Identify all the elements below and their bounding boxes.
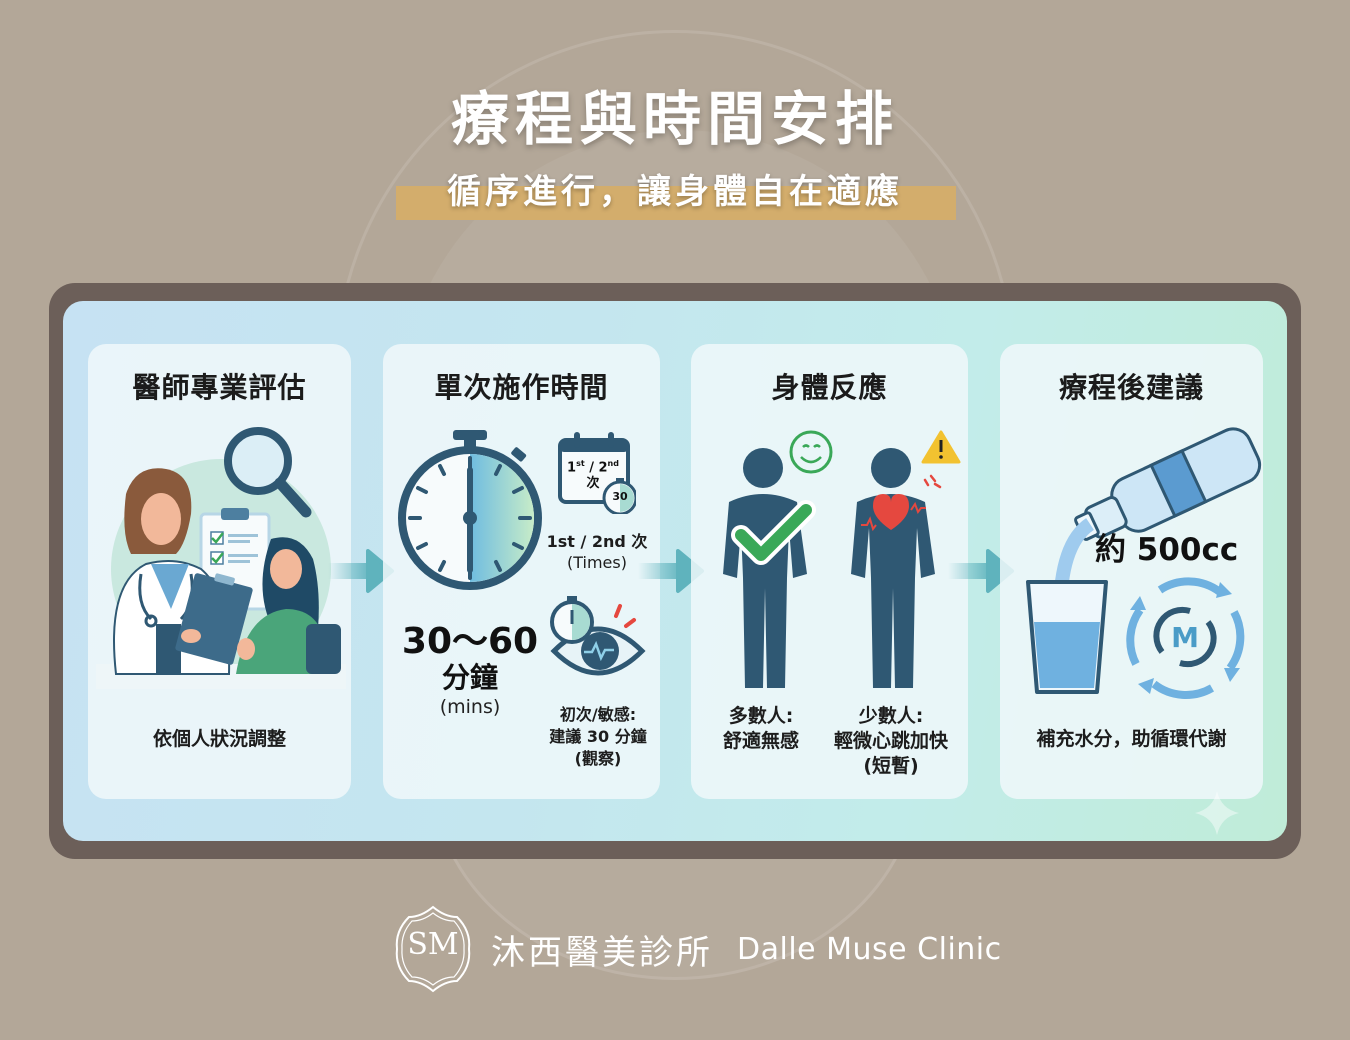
- stopwatch-icon: [398, 430, 542, 590]
- step-title: 單次施作時間: [434, 371, 609, 404]
- step-caption: 補充水分，助循環代謝: [1036, 728, 1227, 750]
- glass-icon: [1026, 580, 1108, 694]
- svg-text:M: M: [1171, 621, 1199, 654]
- page-subtitle: 循序進行，讓身體自在適應: [447, 172, 903, 212]
- step-card-body-reaction: 身體反應: [691, 344, 968, 799]
- mini-timer-value: 30: [612, 490, 628, 503]
- minority-reaction: 少數人: 輕微心跳加快 (短暫): [833, 705, 948, 777]
- times-label: 1st / 2nd 次 (Times): [546, 532, 648, 572]
- step-caption: 依個人狀況調整: [152, 728, 286, 750]
- step-title: 身體反應: [771, 371, 888, 404]
- step-card-assessment: 醫師專業評估: [88, 344, 351, 799]
- duration-value: 30～60: [401, 621, 539, 662]
- arrow-right-icon: [328, 549, 394, 593]
- page-title: 療程與時間安排: [450, 85, 899, 153]
- duration-unit-en: (mins): [439, 696, 501, 718]
- water-amount: 約 500cc: [1095, 532, 1239, 568]
- heart-icon: [861, 494, 926, 532]
- body-reaction-icon: [723, 430, 961, 688]
- clinic-name-zh: 沐西醫美診所: [491, 932, 713, 973]
- arrow-right-icon: [638, 549, 704, 593]
- svg-text:SM: SM: [407, 927, 458, 962]
- magnifier-icon: [224, 427, 312, 518]
- doctor-consultation-icon: [96, 427, 346, 689]
- duration-unit: 分鐘: [441, 661, 498, 694]
- step-title: 醫師專業評估: [132, 371, 307, 404]
- person-comfortable-icon: [723, 448, 807, 688]
- checkmark-icon: [735, 504, 812, 561]
- clinic-footer: SM 沐西醫美診所 Dalle Muse Clinic: [393, 904, 1002, 994]
- sparkle-icon: [1195, 791, 1239, 835]
- hydration-icon: [1026, 427, 1262, 694]
- eye-monitor-icon: [550, 596, 646, 676]
- subtitle-highlight: [396, 186, 956, 220]
- clinic-name-en: Dalle Muse Clinic: [737, 931, 1002, 967]
- metabolism-cycle-icon: M: [1126, 577, 1245, 699]
- step-title: 療程後建議: [1058, 371, 1204, 404]
- patient-icon: [236, 537, 341, 674]
- doctor-icon: [113, 468, 255, 675]
- clinic-logo-icon: SM: [395, 905, 471, 993]
- step-card-duration: 單次施作時間 30～60 分鐘 (mins): [383, 344, 660, 799]
- warning-icon: [921, 430, 961, 464]
- smile-icon: [789, 430, 833, 474]
- step-card-aftercare: 療程後建議 約 500cc: [1000, 344, 1263, 799]
- majority-reaction: 多數人: 舒適無感: [722, 705, 799, 752]
- first-time-note: 初次/敏感: 建議 30 分鐘 (觀察): [549, 705, 647, 768]
- person-heartbeat-icon: [851, 448, 935, 688]
- steps-panel: 醫師專業評估: [63, 301, 1287, 841]
- water-bottle-icon: [1074, 427, 1262, 541]
